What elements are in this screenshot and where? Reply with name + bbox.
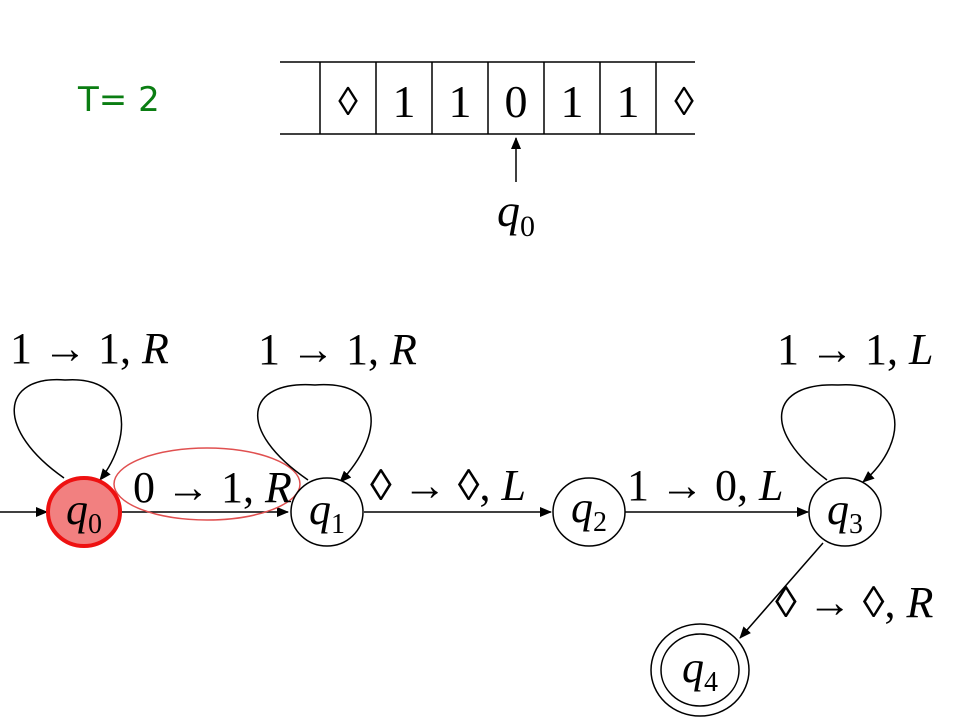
state-circle — [552, 477, 626, 547]
tape-cell: 1 — [449, 76, 472, 127]
state-label: q1 — [309, 485, 345, 540]
transition-q3-q3: 1 → 1, L — [777, 325, 933, 483]
transition-label: 1 → 0, L — [627, 461, 783, 510]
self-loop-arrow — [13, 379, 123, 481]
active-transition-highlight — [113, 447, 301, 521]
transition-q3-q4: ◊ → ◊, R — [739, 542, 934, 639]
transition-q0-q0: 1 → 1, R — [10, 324, 169, 481]
state-q4: q4 — [650, 623, 750, 717]
state-q2: q2 — [552, 477, 626, 547]
transition-q0-q1: 0 → 1, R — [113, 447, 301, 521]
transition-arrow — [739, 542, 824, 639]
state-label: q4 — [682, 643, 718, 698]
state-circle — [290, 477, 364, 547]
state-circle — [660, 633, 740, 707]
transition-label: 1 → 1, L — [777, 325, 933, 374]
self-loop-arrow — [780, 384, 896, 483]
transition-q1-q1: 1 → 1, R — [256, 325, 417, 483]
tape-cell: 0 — [505, 76, 528, 127]
current-state-circle — [46, 476, 122, 548]
tape-cell: 1 — [393, 76, 416, 127]
transition-label: 1 → 1, R — [10, 324, 169, 373]
transition-q1-q2: ◊ → ◊, L — [364, 461, 552, 517]
tape-cell: 1 — [561, 76, 584, 127]
state-q0: q0 — [46, 476, 122, 548]
transition-label: 1 → 1, R — [258, 325, 417, 374]
tape-head: q0 — [497, 137, 535, 243]
transition-label: ◊ → ◊, R — [775, 578, 934, 627]
tape-cell: ◊ — [674, 79, 694, 124]
time-step-label: T= 2 — [78, 80, 160, 120]
head-state-label: q0 — [497, 185, 535, 243]
transition-label: 0 → 1, R — [133, 463, 292, 512]
state-q3: q3 — [808, 477, 882, 547]
state-label: q3 — [827, 485, 863, 540]
state-label: q2 — [571, 483, 607, 538]
state-q1: q1 — [290, 477, 364, 547]
self-loop-arrow — [256, 383, 372, 483]
tape-cell: ◊ — [338, 79, 358, 124]
transition-label: ◊ → ◊, L — [370, 461, 526, 510]
transition-q2-q3: 1 → 0, L — [625, 461, 809, 517]
state-label: q0 — [66, 485, 102, 540]
tape-cell: 1 — [617, 76, 640, 127]
state-circle — [808, 477, 882, 547]
tape: ◊ 1 1 0 1 1 ◊ — [280, 61, 695, 135]
